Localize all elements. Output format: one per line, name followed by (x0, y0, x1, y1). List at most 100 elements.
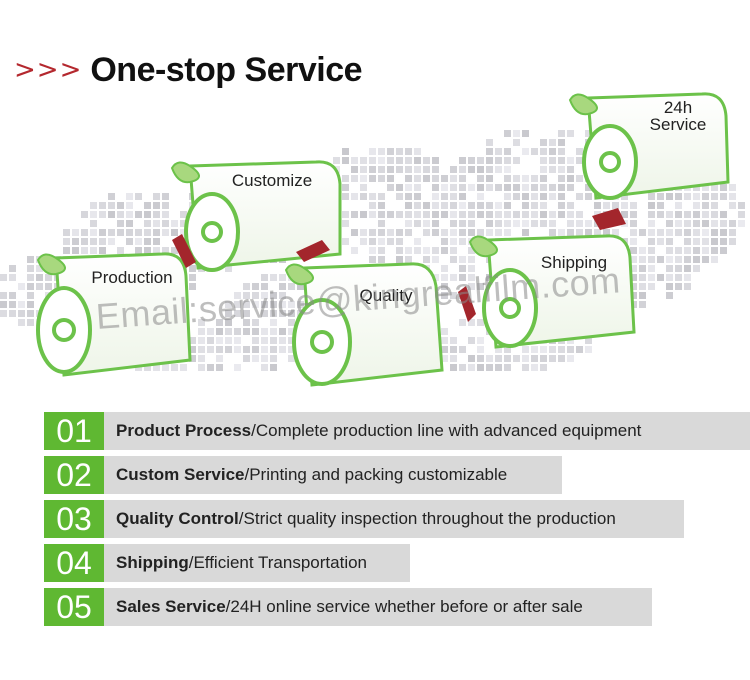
map-dot (360, 175, 367, 182)
map-dot (360, 157, 367, 164)
map-dot (720, 211, 727, 218)
map-dot (432, 256, 439, 263)
service-title: Sales Service (116, 597, 226, 616)
map-dot (639, 274, 646, 281)
map-dot (567, 211, 574, 218)
map-dot (513, 157, 520, 164)
map-dot (468, 211, 475, 218)
map-dot (531, 355, 538, 362)
roll-24h-service: 24h Service (568, 92, 730, 200)
map-dot (369, 166, 376, 173)
map-dot (27, 274, 34, 281)
map-dot (108, 229, 115, 236)
map-dot (504, 346, 511, 353)
map-dot (477, 346, 484, 353)
map-dot (648, 247, 655, 254)
map-dot (702, 220, 709, 227)
map-dot (90, 211, 97, 218)
map-dot (684, 220, 691, 227)
map-dot (495, 166, 502, 173)
map-dot (630, 220, 637, 227)
map-dot (513, 355, 520, 362)
map-dot (576, 193, 583, 200)
map-dot (693, 256, 700, 263)
arrow-shipping-to-24h-icon (592, 208, 626, 230)
map-dot (684, 247, 691, 254)
map-dot (567, 175, 574, 182)
map-dot (666, 256, 673, 263)
map-dot (225, 310, 232, 317)
map-dot (135, 229, 142, 236)
map-dot (135, 238, 142, 245)
map-dot (504, 166, 511, 173)
map-dot (711, 211, 718, 218)
map-dot (585, 184, 592, 191)
map-dot (225, 337, 232, 344)
map-dot (63, 238, 70, 245)
service-number: 04 (44, 544, 104, 582)
map-dot (405, 166, 412, 173)
map-dot (342, 148, 349, 155)
map-dot (621, 193, 628, 200)
map-dot (342, 211, 349, 218)
map-dot (261, 292, 268, 299)
map-dot (720, 238, 727, 245)
map-dot (549, 193, 556, 200)
map-dot (630, 274, 637, 281)
map-dot (558, 202, 565, 209)
map-dot (153, 193, 160, 200)
map-dot (630, 238, 637, 245)
map-dot (612, 202, 619, 209)
map-dot (441, 283, 448, 290)
map-dot (189, 355, 196, 362)
map-dot (378, 247, 385, 254)
map-dot (450, 238, 457, 245)
map-dot (36, 274, 43, 281)
map-dot (108, 202, 115, 209)
map-dot (684, 265, 691, 272)
map-dot (27, 301, 34, 308)
map-dot (207, 337, 214, 344)
map-dot (189, 346, 196, 353)
map-dot (441, 328, 448, 335)
map-dot (387, 157, 394, 164)
map-dot (486, 184, 493, 191)
map-dot (27, 265, 34, 272)
map-dot (495, 157, 502, 164)
map-dot (126, 220, 133, 227)
map-dot (216, 337, 223, 344)
map-dot (720, 184, 727, 191)
map-dot (486, 148, 493, 155)
map-dot (450, 337, 457, 344)
map-dot (369, 211, 376, 218)
map-dot (153, 211, 160, 218)
map-dot (540, 184, 547, 191)
map-dot (675, 274, 682, 281)
map-dot (459, 202, 466, 209)
map-dot (468, 283, 475, 290)
map-dot (180, 220, 187, 227)
map-dot (450, 202, 457, 209)
map-dot (342, 157, 349, 164)
map-dot (297, 283, 304, 290)
map-dot (693, 229, 700, 236)
map-dot (477, 355, 484, 362)
map-dot (117, 247, 124, 254)
map-dot (540, 157, 547, 164)
map-dot (180, 211, 187, 218)
map-dot (189, 283, 196, 290)
map-dot (603, 202, 610, 209)
map-dot (513, 211, 520, 218)
map-dot (648, 283, 655, 290)
map-dot (216, 346, 223, 353)
map-dot (270, 301, 277, 308)
map-dot (396, 193, 403, 200)
map-dot (684, 256, 691, 263)
map-dot (225, 301, 232, 308)
map-dot (522, 184, 529, 191)
map-dot (387, 148, 394, 155)
map-dot (234, 301, 241, 308)
map-dot (666, 211, 673, 218)
map-dot (216, 355, 223, 362)
map-dot (189, 265, 196, 272)
